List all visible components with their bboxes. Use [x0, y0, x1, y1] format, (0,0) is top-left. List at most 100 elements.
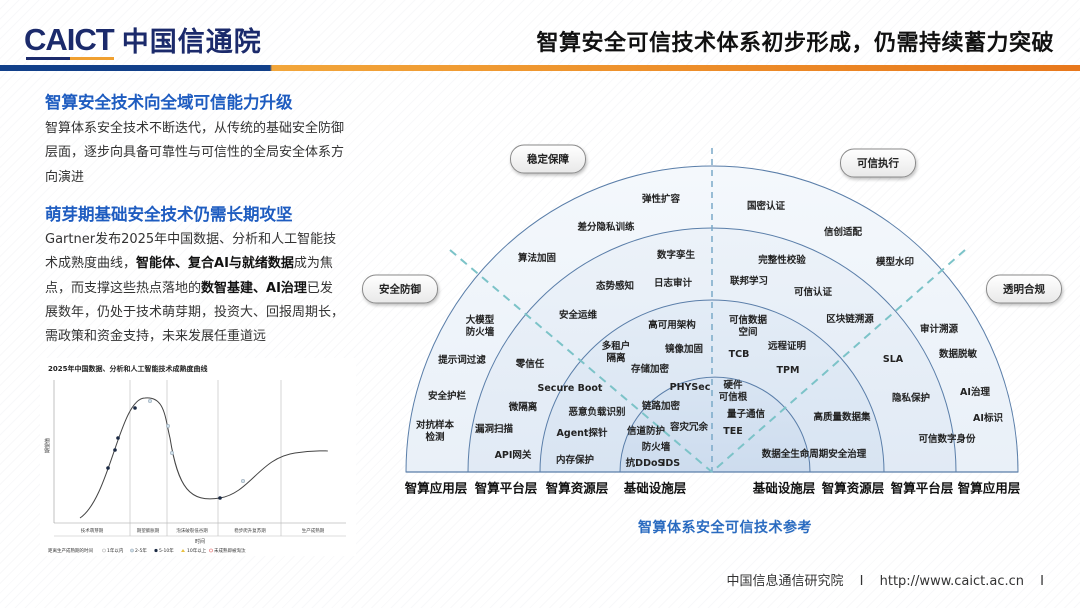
phase-label: 泡沫破裂低谷期	[176, 527, 208, 534]
tech-label: 量子通信	[726, 409, 766, 420]
tech-label: 对抗样本 检测	[415, 420, 455, 443]
text-segment: 术成熟度曲线，	[45, 256, 137, 272]
text-segment: 需政策和资金支持，未来发展任重道远	[45, 329, 267, 345]
tech-label: 安全运维	[558, 310, 598, 321]
highlight-text: 数智基建、AI治理	[201, 280, 307, 296]
footer-org: 中国信息通信研究院	[726, 574, 844, 589]
paragraph-line: 展数年，仍处于技术萌芽期，投资大、回报周期长，	[45, 301, 344, 325]
tech-label: PHYSec	[669, 382, 711, 393]
divider-right	[711, 249, 966, 473]
hype-xlabel: 时间	[195, 538, 205, 545]
tech-label: AI治理	[960, 387, 990, 398]
legend-marker	[154, 548, 158, 553]
tech-label: 模型水印	[875, 257, 915, 268]
legend-item: 5-10年	[159, 547, 174, 554]
phase-label: 技术萌芽期	[81, 527, 104, 534]
text-segment: 点，而支撑这些热点落地的	[45, 280, 202, 296]
paragraph-line: 术成熟度曲线，智能体、复合AI与就绪数据成为焦	[45, 252, 344, 276]
tech-label: 算法加固	[517, 253, 557, 264]
tech-label: 容灾冗余	[669, 422, 709, 433]
tech-label: 可信数据 空间	[728, 315, 768, 338]
tech-label: IDS	[661, 458, 681, 469]
tech-label: 安全护栏	[427, 391, 467, 402]
tech-label: 高质量数据集	[813, 412, 871, 423]
logo-en: CAICT	[24, 21, 115, 60]
phase-label: 稳步爬升复苏期	[234, 527, 266, 534]
phase-label: 生产成熟期	[302, 527, 325, 534]
divider-left	[449, 249, 713, 473]
pill-compliance: 透明合规	[986, 274, 1062, 304]
tech-label: API网关	[494, 450, 532, 461]
text-segment: 成为焦	[293, 256, 333, 272]
tech-label: 大模型 防火墙	[465, 315, 495, 338]
paragraph-line: 智算体系安全技术不断迭代，从传统的基础安全防御	[45, 117, 344, 141]
paragraph-1: 智算体系安全技术不断迭代，从传统的基础安全防御层面，逐步向具备可靠性与可信性的全…	[45, 117, 344, 190]
footer-url[interactable]: http://www.caict.ac.cn	[879, 574, 1025, 589]
tech-label: 联邦学习	[729, 276, 769, 287]
tech-label: 差分隐私训练	[577, 222, 635, 233]
text-segment: 已发	[306, 280, 333, 296]
tech-point	[106, 466, 110, 470]
diagram-caption: 智算体系安全可信技术参考	[638, 520, 812, 536]
caict-logo: CAICT 中国信通院	[24, 20, 262, 60]
tech-label: 区块链溯源	[826, 314, 874, 325]
tech-label: 链路加密	[641, 401, 681, 412]
layer-label: 智算平台层	[474, 480, 538, 496]
tech-label: 漏洞扫描	[474, 424, 514, 435]
phase-label: 期望膨胀期	[137, 527, 160, 534]
tech-label: TEE	[723, 426, 743, 437]
layer-label: 智算平台层	[890, 480, 954, 496]
tech-point	[116, 436, 120, 440]
tech-label: 可信数字身份	[918, 434, 976, 445]
text-segment: 展数年，仍处于技术萌芽期，投资大、回报周期长，	[45, 304, 345, 320]
tech-label: 信道防护	[626, 426, 666, 437]
tech-label: 态势感知	[595, 281, 635, 292]
footer: 中国信息通信研究院 I http://www.caict.ac.cn I	[720, 570, 1050, 589]
legend-item: 未成熟即被淘汰	[214, 547, 246, 554]
pill-trusted-execution: 可信执行	[840, 148, 916, 178]
tech-label: 抗DDoS	[625, 458, 665, 469]
tech-label: 数据脱敏	[938, 349, 978, 360]
tech-point	[133, 406, 137, 410]
paragraph-line: 层面，逐步向具备可靠性与可信性的全局安全体系方	[45, 141, 344, 165]
layer-label: 智算资源层	[821, 480, 885, 496]
text-segment: 向演进	[45, 169, 85, 185]
footer-separator: I	[1040, 574, 1044, 589]
tech-label: Secure Boot	[537, 383, 603, 394]
tech-label: 镜像加固	[664, 344, 704, 355]
tech-label: 审计溯源	[919, 324, 959, 335]
text-segment: Gartner发布2025年中国数据、分析和人工智能技	[45, 232, 337, 247]
tech-label: 提示词过滤	[438, 355, 486, 366]
tech-point	[113, 448, 117, 452]
layer-label: 智算资源层	[545, 480, 609, 496]
tech-label: 恶意负载识别	[568, 407, 626, 418]
layer-label: 智算应用层	[404, 480, 468, 496]
legend-item: 10年以上	[187, 547, 207, 554]
legend-marker	[181, 549, 185, 552]
paragraph-line: 向演进	[45, 166, 344, 190]
legend-title: 距离生产成熟期的时间	[48, 547, 93, 554]
tech-label: TPM	[776, 365, 800, 376]
legend-marker	[130, 548, 134, 553]
tech-label: 远程证明	[767, 341, 807, 352]
tech-label: SLA	[882, 354, 904, 365]
tech-label: 多租户 隔离	[601, 341, 631, 364]
tech-label: 弹性扩容	[641, 194, 681, 205]
tech-label: 可信认证	[793, 287, 833, 298]
tech-point	[147, 399, 152, 404]
tech-label: 零信任	[515, 359, 545, 370]
tech-point	[218, 496, 222, 500]
tech-point	[240, 478, 245, 483]
paragraph-line: 需政策和资金支持，未来发展任重道远	[45, 325, 344, 349]
tech-label: 硬件 可信根	[718, 380, 748, 403]
tech-point	[165, 423, 170, 428]
tech-label: 日志审计	[653, 278, 693, 289]
tech-label: 数字孪生	[656, 250, 696, 261]
paragraph-2: Gartner发布2025年中国数据、分析和人工智能技术成熟度曲线，智能体、复合…	[45, 228, 344, 349]
hype-title: 2025年中国数据、分析和人工智能技术成熟度曲线	[48, 364, 207, 373]
tech-label: 存储加密	[630, 364, 670, 375]
layer-label: 基础设施层	[752, 480, 816, 496]
highlight-text: 智能体、复合AI与就绪数据	[136, 256, 294, 272]
tech-label: 信创适配	[823, 227, 863, 238]
